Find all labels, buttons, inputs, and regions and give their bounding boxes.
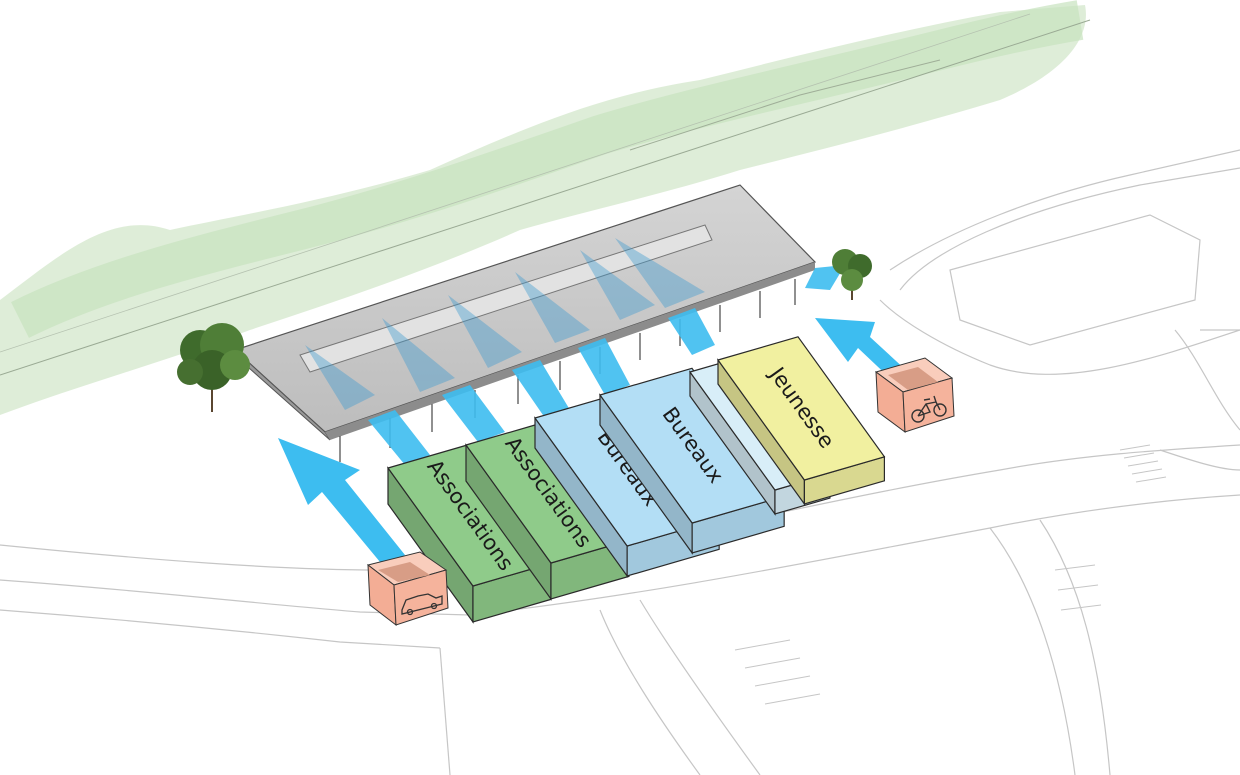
bicycle-icon (911, 395, 947, 423)
vegetation-band (0, 0, 1091, 415)
program-blocks: AssociationsAssociationsBureauxBureauxAt… (387, 336, 886, 624)
car-icon (401, 593, 443, 616)
car-access-box (366, 551, 449, 627)
block-top-face (717, 336, 886, 481)
bike-access-box (874, 357, 955, 434)
access-arrows (278, 265, 908, 568)
arrow-car (278, 438, 405, 568)
block-4: Bureaux (599, 367, 786, 555)
block-1: Associations (387, 444, 552, 624)
arrow-bike (815, 318, 908, 382)
light-cones (305, 238, 705, 410)
crosswalk (734, 444, 1167, 705)
tree-right (832, 249, 872, 300)
block-6: Jeunesse (717, 336, 886, 506)
tree-left (177, 323, 250, 412)
